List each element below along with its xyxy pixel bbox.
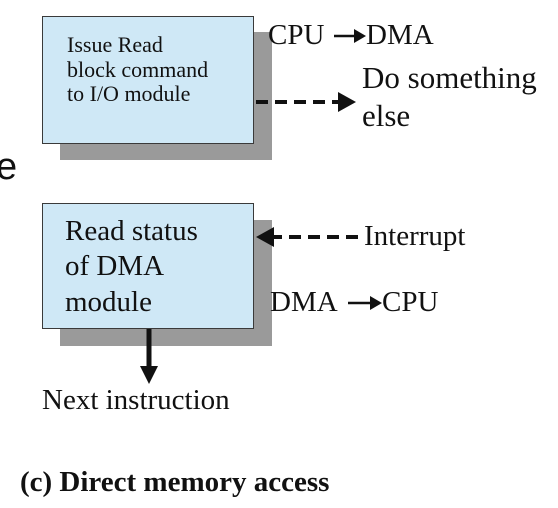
dma-label: DMA [366,19,434,51]
dma-source-label: DMA [270,286,338,318]
read-status-box: Read status of DMA module [42,203,254,329]
cpu-target-label: CPU [382,286,439,318]
read-status-line-1: Read status [65,215,198,247]
issue-read-line-2: block command [67,56,209,82]
next-instruction-label: Next instruction [42,384,230,416]
do-something-label: Do something [362,60,537,95]
interrupt-dashed-arrow-head [256,227,274,247]
stray-letter: e [0,146,18,188]
issue-read-box: Issue Read block command to I/O module [42,16,254,144]
issue-read-text: Issue Read block command to I/O module [67,32,209,107]
cpu-label: CPU [268,19,325,51]
issue-read-line-1: Issue Read [67,32,163,57]
read-status-line-3: module [65,285,152,318]
do-something-dashed-arrow-head [338,92,356,112]
issue-read-line-3: to I/O module [67,81,191,107]
else-label: else [362,98,411,133]
cpu-to-dma-arrow-head [354,29,366,43]
figure-caption: (c) Direct memory access [20,466,330,498]
interrupt-label: Interrupt [364,220,466,252]
read-status-text: Read status of DMA module [65,214,198,320]
read-status-line-2: of DMA [65,250,165,283]
next-instruction-arrow-head [140,366,158,384]
dma-to-cpu-arrow-head [370,296,382,310]
